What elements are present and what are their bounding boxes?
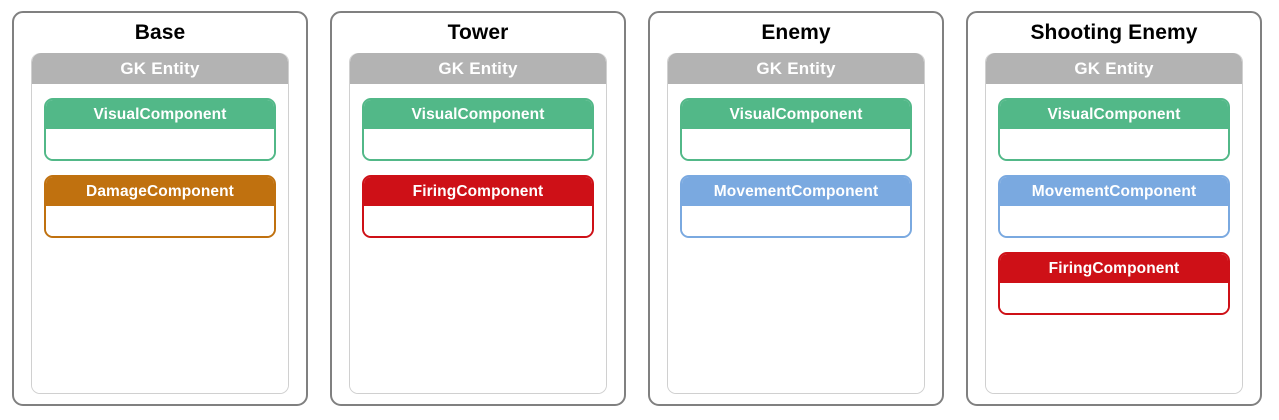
gk-entity-header: GK Entity: [986, 53, 1242, 84]
gk-entity-header: GK Entity: [32, 53, 288, 84]
panel-title: Shooting Enemy: [1030, 21, 1198, 44]
component-body: [682, 206, 910, 236]
component-body: [364, 129, 592, 159]
panel-title: Base: [134, 21, 186, 44]
component-body: [46, 129, 274, 159]
gk-entity-header: GK Entity: [668, 53, 924, 84]
component-box: FiringComponent: [998, 252, 1230, 315]
component-box: VisualComponent: [362, 98, 594, 161]
component-label: VisualComponent: [1000, 100, 1228, 129]
component-label: DamageComponent: [46, 177, 274, 206]
component-box: MovementComponent: [680, 175, 912, 238]
component-body: [682, 129, 910, 159]
component-label: VisualComponent: [682, 100, 910, 129]
component-box: MovementComponent: [998, 175, 1230, 238]
component-box: DamageComponent: [44, 175, 276, 238]
component-label: MovementComponent: [1000, 177, 1228, 206]
component-label: VisualComponent: [364, 100, 592, 129]
component-body: [1000, 206, 1228, 236]
component-body: [1000, 129, 1228, 159]
component-box: FiringComponent: [362, 175, 594, 238]
component-box: VisualComponent: [998, 98, 1230, 161]
panel-title: Tower: [447, 21, 509, 44]
component-body: [1000, 283, 1228, 313]
component-box: VisualComponent: [680, 98, 912, 161]
component-label: FiringComponent: [364, 177, 592, 206]
component-label: FiringComponent: [1000, 254, 1228, 283]
component-box: VisualComponent: [44, 98, 276, 161]
component-body: [364, 206, 592, 236]
panel-title: Enemy: [761, 21, 831, 44]
component-label: MovementComponent: [682, 177, 910, 206]
gk-entity-header: GK Entity: [350, 53, 606, 84]
component-body: [46, 206, 274, 236]
component-label: VisualComponent: [46, 100, 274, 129]
